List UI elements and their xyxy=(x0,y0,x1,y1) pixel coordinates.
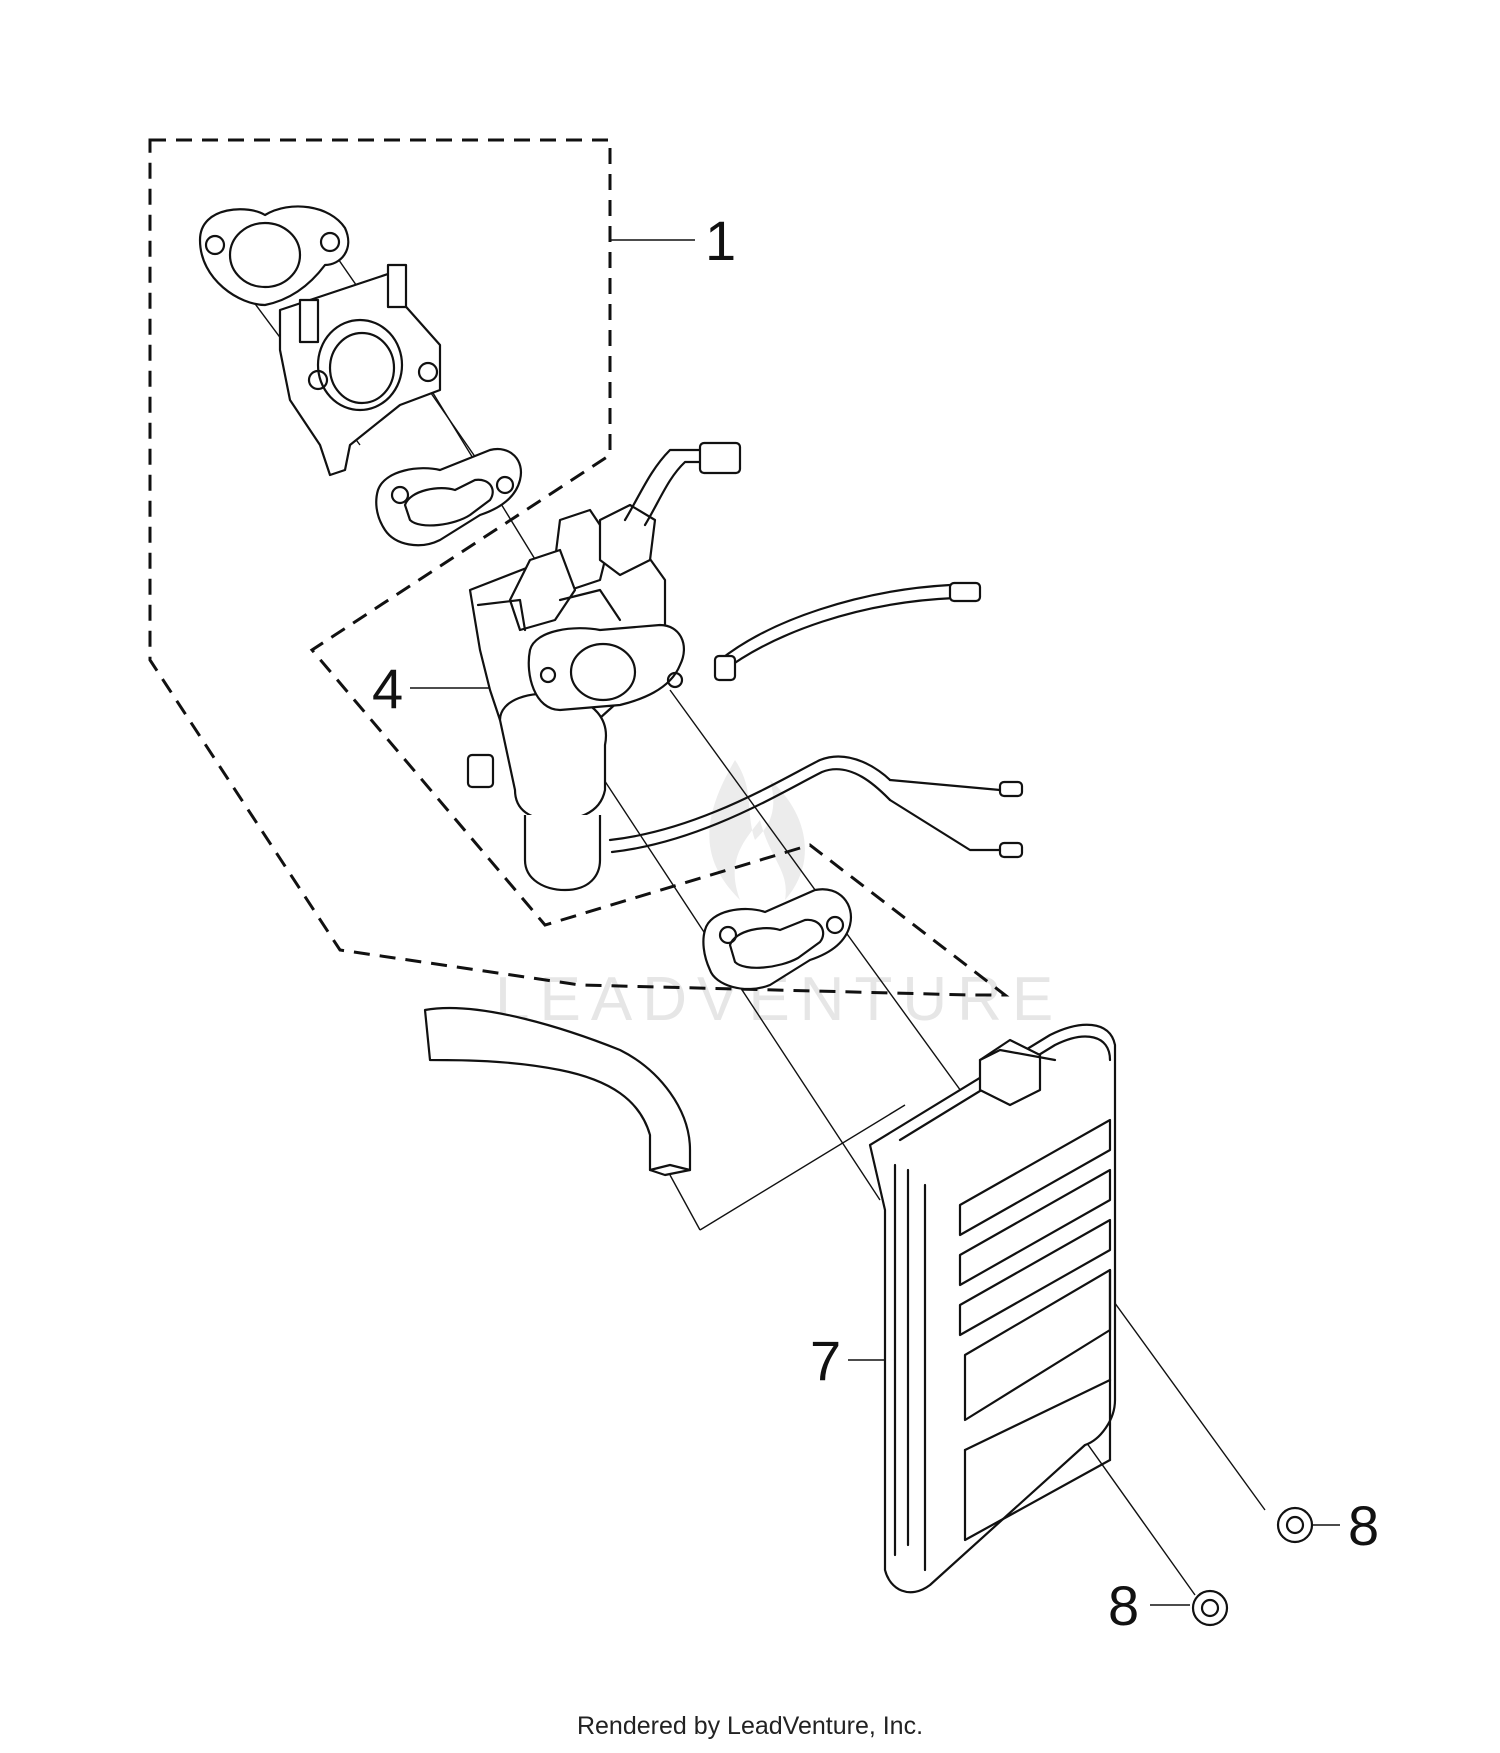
footer-credit: Rendered by LeadVenture, Inc. xyxy=(576,1712,924,1740)
middle-gasket xyxy=(375,447,523,547)
callout-labels: 1 4 7 8 8 xyxy=(372,209,1379,1637)
axis-line-h xyxy=(669,1174,701,1231)
callout-8-lower: 8 xyxy=(1108,1574,1139,1637)
top-gasket xyxy=(198,205,350,307)
watermark: LEADVENTURE xyxy=(495,760,1053,1034)
breather-tube xyxy=(423,1006,692,1177)
axis-line-g xyxy=(699,1104,906,1231)
insulator-block xyxy=(278,263,442,477)
watermark-flame-icon xyxy=(709,760,805,900)
nuts xyxy=(1191,1506,1314,1627)
callout-7: 7 xyxy=(810,1329,841,1392)
air-cleaner xyxy=(868,1023,1117,1594)
carburetor xyxy=(466,503,685,892)
lower-gasket xyxy=(702,888,853,990)
callout-4: 4 xyxy=(372,657,403,720)
carburetor-wiring xyxy=(608,441,1024,859)
callout-1: 1 xyxy=(705,209,736,272)
kit-outline-dashed xyxy=(148,138,1010,997)
callout-8-upper: 8 xyxy=(1348,1494,1379,1557)
nut-lower xyxy=(1191,1589,1229,1627)
nut-upper xyxy=(1276,1506,1314,1544)
leader-lines xyxy=(410,239,1340,1606)
